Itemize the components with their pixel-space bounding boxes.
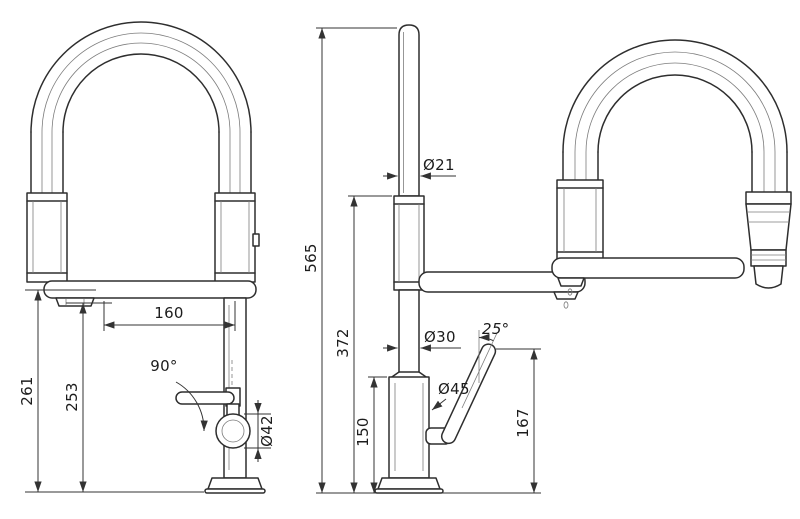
- side-sleeve: [393, 195, 425, 291]
- side-outlet-nozzle: [553, 291, 579, 300]
- dim-body-height: 150: [354, 417, 372, 447]
- dim-spout-reach: 160: [154, 304, 184, 322]
- faucet-perspective-view: [551, 39, 792, 296]
- dim-group-swivel-angle: 90°: [150, 357, 208, 432]
- side-hose-tube: [398, 24, 420, 197]
- side-column-pipe: [398, 289, 420, 373]
- dim-hose-diameter: Ø21: [423, 156, 455, 174]
- dim-group-height-253: 253: [63, 302, 112, 492]
- perspective-spout-arm: [551, 257, 745, 296]
- dim-overall-height-front: 261: [18, 376, 36, 406]
- faucet-front-view: [26, 21, 266, 494]
- water-drop-icon: [567, 288, 573, 296]
- dim-group-column-diameter: Ø30: [383, 328, 461, 352]
- dim-lever-angle: 25°: [482, 320, 510, 338]
- water-drop-icon: [563, 301, 569, 309]
- dim-group-lever-angle: 25°: [461, 320, 510, 409]
- perspective-outlet-nozzle: [557, 277, 585, 287]
- front-hose-arch: [30, 21, 252, 194]
- dim-outlet-height: 253: [63, 382, 81, 412]
- perspective-spray-head: [745, 191, 792, 289]
- dim-total-height: 565: [302, 243, 320, 273]
- front-outlet-aerator: [55, 297, 95, 307]
- side-body: [388, 371, 430, 479]
- dim-group-hose-diameter: Ø21: [383, 156, 456, 180]
- dim-handle-diameter: Ø42: [258, 415, 276, 447]
- front-base: [204, 477, 266, 494]
- dim-group-height-261: 261: [18, 289, 204, 493]
- dim-lever-height: 167: [514, 408, 532, 438]
- sleeve-clip-button: [252, 233, 260, 247]
- front-dimensions: 160 90° 261 253 Ø42: [18, 289, 276, 493]
- dim-group-body-height: 150: [354, 376, 387, 493]
- handle-knob: [215, 413, 251, 449]
- dim-group-hose-drop: 372: [334, 195, 392, 493]
- front-handle-assembly: [175, 360, 251, 449]
- dim-body-diameter: Ø45: [438, 380, 470, 398]
- dim-group-handle-diameter: Ø42: [244, 400, 276, 462]
- perspective-left-sleeve: [556, 179, 604, 261]
- dim-swivel-angle: 90°: [150, 357, 178, 375]
- side-base: [374, 477, 444, 494]
- faucet-side-view: [374, 24, 586, 494]
- dim-group-spout-reach: 160: [103, 301, 236, 331]
- dim-group-total-height: 565: [302, 27, 397, 493]
- front-spout-bar: [43, 280, 257, 307]
- dim-hose-drop-height: 372: [334, 328, 352, 358]
- side-dimensions: 565 372 150 Ø21 Ø30 Ø45: [302, 27, 541, 494]
- dim-group-lever-height: 167: [496, 348, 541, 493]
- perspective-hose-arch: [562, 39, 788, 193]
- front-right-sleeve: [214, 192, 260, 283]
- dim-group-body-diameter: Ø45: [431, 380, 470, 411]
- front-left-sleeve: [26, 192, 68, 283]
- handle-lever: [175, 391, 235, 405]
- dim-column-diameter: Ø30: [424, 328, 456, 346]
